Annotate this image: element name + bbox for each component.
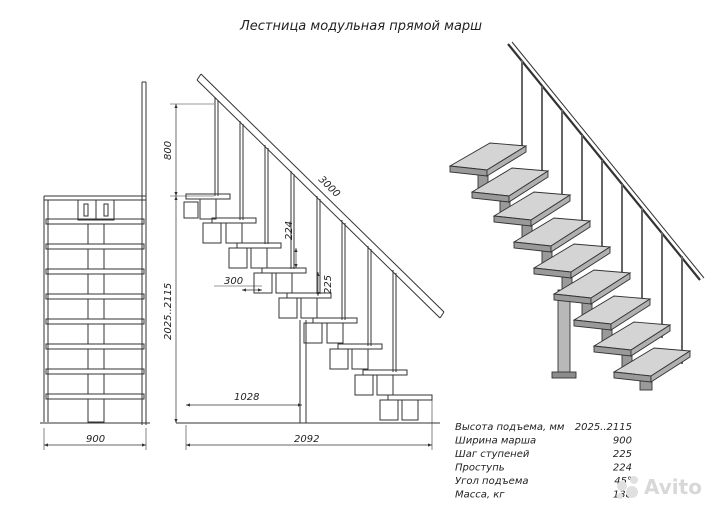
watermark-text: Avito (644, 475, 702, 499)
spec-label: Ширина марша (455, 436, 536, 447)
rail-height-label: 800 (163, 141, 174, 160)
spec-label: Проступь (455, 463, 505, 474)
spec-label: Масса, кг (455, 490, 505, 501)
front-view (40, 81, 150, 450)
step-pitch-label: 224 (284, 221, 295, 240)
base-offset-label: 1028 (234, 392, 259, 403)
side-view (170, 73, 445, 450)
total-length-label: 2092 (294, 434, 319, 445)
spec-label: Высота подъема, мм (455, 422, 565, 433)
avito-watermark: Avito (617, 475, 702, 499)
rail-length-label: 3000 (316, 174, 342, 200)
rise-height-label: 2025..2115 (163, 283, 174, 340)
spec-label: Шаг ступеней (455, 449, 530, 460)
avito-logo-icon (617, 481, 627, 491)
spec-value: 900 (613, 436, 632, 447)
spec-value: 224 (613, 463, 632, 474)
spec-label: Угол подъема (455, 476, 529, 487)
spec-value: 225 (613, 449, 632, 460)
drawing-title: Лестница модульная прямой марш (239, 19, 482, 34)
tread-depth-label: 300 (224, 276, 243, 287)
spec-value: 2025..2115 (575, 422, 632, 433)
isometric-view (448, 41, 705, 391)
step-rise-label: 225 (323, 275, 334, 294)
front-width-label: 900 (86, 434, 105, 445)
